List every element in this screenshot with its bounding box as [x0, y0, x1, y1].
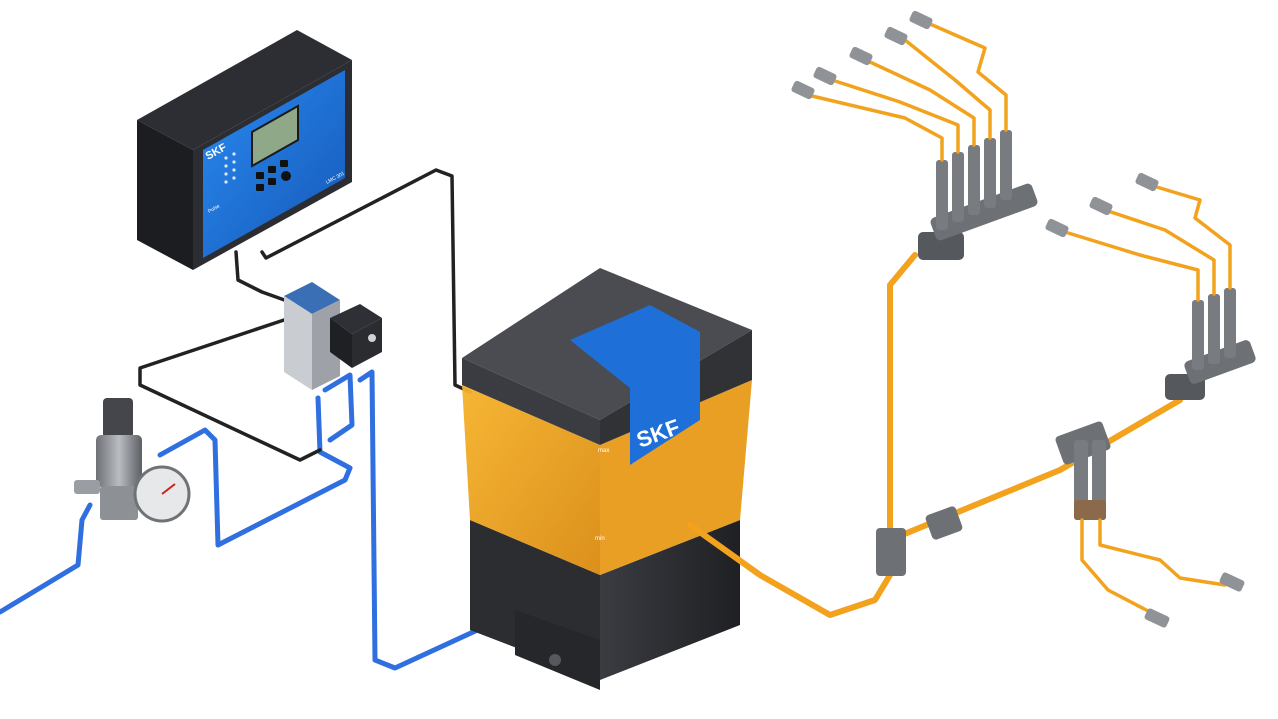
- control-unit: SKF LMC 301 Pulse: [137, 30, 352, 270]
- line-nozzles-right: [1045, 172, 1159, 238]
- controller-bottom-label: Pulse: [207, 203, 221, 214]
- line-nozzles-upper: [791, 10, 933, 100]
- distributor-block-lower: [1074, 440, 1106, 520]
- controller-indicator-leds: [224, 152, 236, 184]
- reservoir-min-label: min: [595, 536, 605, 542]
- controller-front-panel: [203, 70, 345, 258]
- feed-lines-lower: [1080, 518, 1227, 614]
- reservoir-blue-strap: [570, 305, 700, 465]
- pressure-regulator: [74, 398, 191, 523]
- line-nozzles-lower: [1144, 572, 1245, 628]
- distributor-block-upper: [918, 130, 1038, 260]
- feed-lines-right: [1063, 183, 1232, 302]
- controller-display: [251, 104, 299, 168]
- grease-reservoir-pump: SKF max min: [462, 268, 752, 690]
- solenoid-valve: [284, 282, 382, 390]
- controller-keypad: [256, 160, 291, 191]
- distributor-block-right: [1165, 288, 1256, 400]
- reservoir-max-label: max: [598, 448, 609, 454]
- control-cables: [138, 168, 472, 462]
- feed-lines-upper: [810, 22, 1008, 162]
